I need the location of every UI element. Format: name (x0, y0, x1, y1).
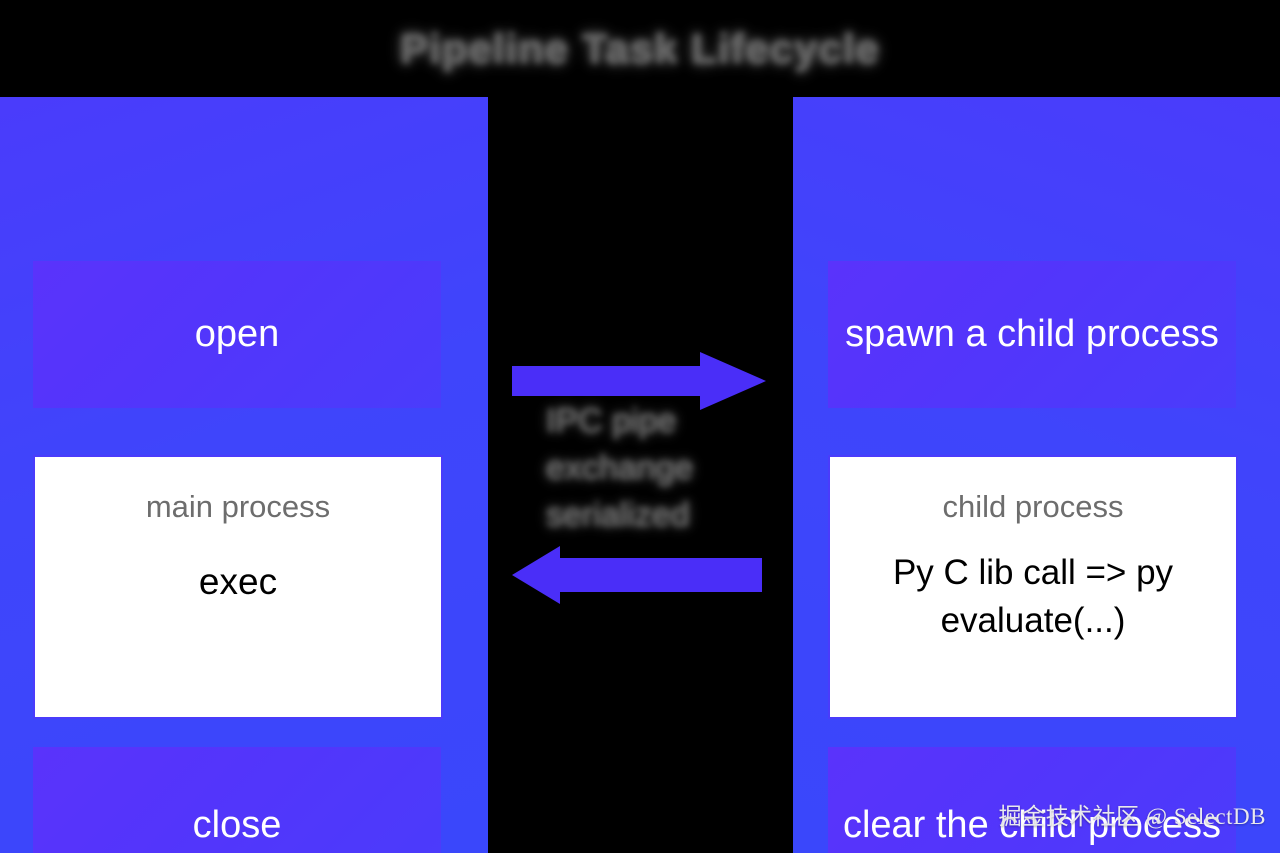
main-process-column: open main process exec close (0, 97, 488, 853)
tile-open-label: open (194, 312, 280, 355)
ipc-label-2: exchange (546, 449, 694, 487)
tile-spawn-label: spawn a child process (845, 312, 1219, 355)
arrow-right-icon (512, 352, 766, 410)
ipc-label-group: IPC pipe exchange serialized (488, 398, 793, 546)
page-title: Pipeline Task Lifecycle (400, 24, 880, 72)
tile-open[interactable]: open (33, 261, 441, 408)
card-child-process-title: child process (942, 489, 1124, 524)
ipc-label-1: IPC pipe (546, 402, 677, 440)
tile-clear-label: clear the child process (842, 804, 1222, 847)
card-child-process[interactable]: child process Py C lib call => py evalua… (828, 455, 1238, 719)
tile-close[interactable]: close (33, 747, 441, 853)
title-bar: Pipeline Task Lifecycle (0, 0, 1280, 97)
card-main-process-body: exec (198, 561, 278, 603)
tile-clear-child-process[interactable]: clear the child process (828, 747, 1236, 853)
ipc-label-3: serialized (546, 496, 690, 534)
arrow-left-icon (512, 546, 762, 604)
card-main-process[interactable]: main process exec (33, 455, 443, 719)
child-process-column: spawn a child process child process Py C… (793, 97, 1280, 853)
card-child-process-body: Py C lib call => py evaluate(...) (892, 553, 1174, 640)
tile-spawn-child-process[interactable]: spawn a child process (828, 261, 1236, 408)
ipc-channel-column (488, 97, 793, 853)
watermark: 掘金技术社区 @ SelectDB (998, 804, 1266, 829)
card-main-process-title: main process (145, 489, 331, 524)
tile-close-label: close (192, 804, 282, 847)
